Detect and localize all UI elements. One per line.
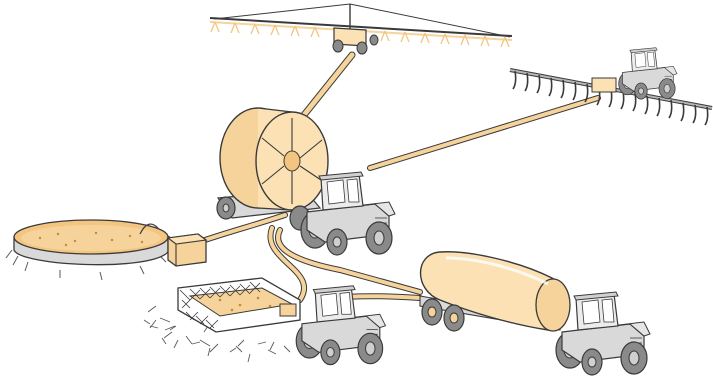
circular-tank-icon — [6, 220, 168, 280]
fenced-pit-icon — [144, 278, 300, 362]
center-boom-sprayer-icon — [210, 4, 512, 54]
hose-network — [140, 55, 598, 300]
tanker-trailer-icon — [420, 252, 570, 331]
pump-icon — [168, 234, 206, 266]
